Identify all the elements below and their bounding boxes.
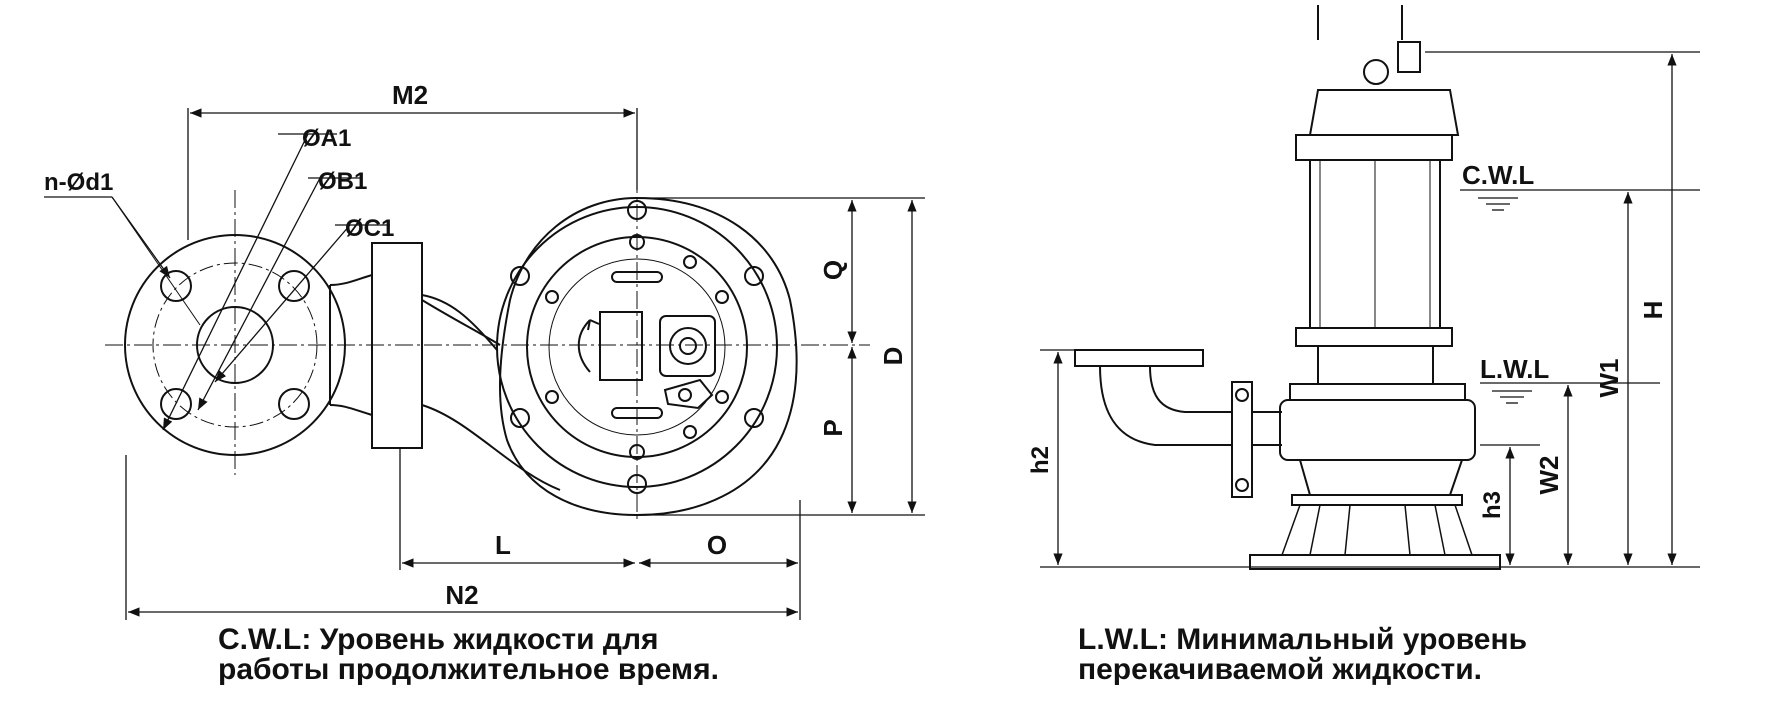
label-n2: N2 [445,580,478,610]
caption-lwl: L.W.L: Минимальный уровень перекачиваемо… [1078,625,1527,685]
label-d: D [878,347,908,366]
side-dimensions [1040,51,1700,565]
caption-lwl-line2: перекачиваемой жидкости. [1078,653,1483,686]
label-h2: h2 [1027,446,1054,474]
label-cwl: C.W.L [1462,160,1534,190]
label-q: Q [818,260,848,280]
plan-dimensions [44,108,925,620]
label-b1: ØB1 [318,168,367,195]
label-l: L [495,530,511,560]
label-nd1: n-Ød1 [44,169,113,196]
motor-housing [1249,5,1501,570]
label-a1: ØA1 [302,125,351,152]
label-o: O [707,530,727,560]
plan-view [44,108,925,620]
label-w1: W1 [1594,359,1624,398]
label-c1: ØC1 [345,215,394,242]
label-h: H [1638,301,1668,320]
label-m2: M2 [392,80,428,110]
discharge-elbow [1074,349,1282,498]
label-h3: h3 [1479,491,1506,519]
label-lwl: L.W.L [1480,354,1549,384]
water-level-marks [1460,189,1700,404]
caption-cwl: C.W.L: Уровень жидкости для работы продо… [218,625,719,685]
discharge-flange [124,234,346,456]
label-p: P [818,419,848,436]
outlet-pipe [329,242,561,491]
side-view [1040,5,1700,570]
caption-cwl-line2: работы продолжительное время. [218,653,719,686]
caption-lwl-line1: L.W.L: Минимальный уровень [1078,623,1528,656]
plan-centerlines [105,175,870,520]
label-w2: W2 [1534,456,1564,495]
caption-cwl-line1: C.W.L: Уровень жидкости для [218,623,659,656]
volute-casing [496,196,798,517]
